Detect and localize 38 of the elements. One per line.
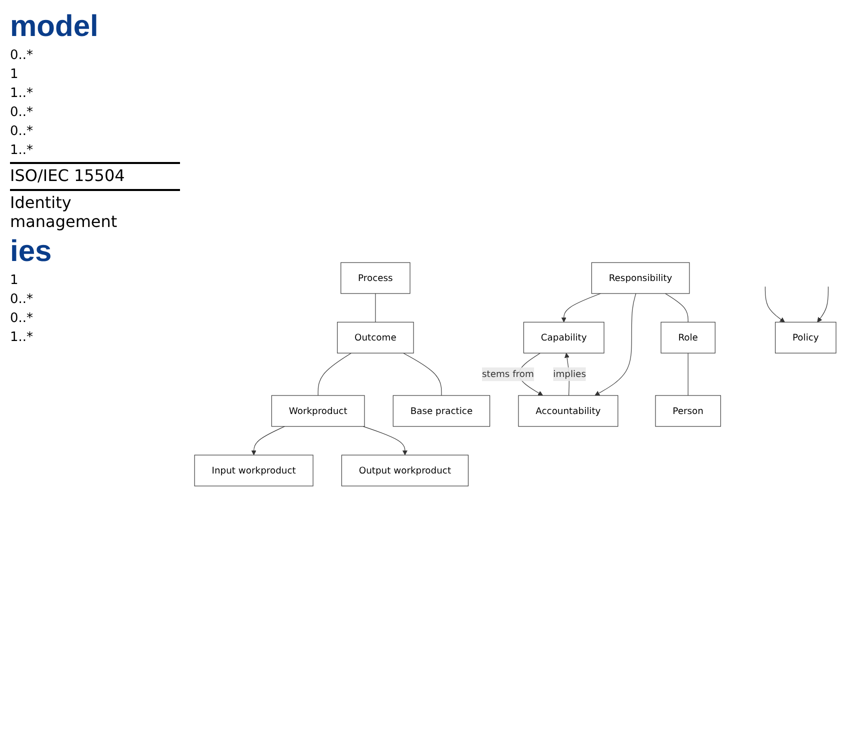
multiplicity-label: 0..* [10, 105, 34, 120]
connector [664, 293, 688, 323]
multiplicity-label: 1 [10, 67, 20, 82]
node-box: Responsibility [591, 262, 690, 294]
section-label: Identity management [10, 189, 180, 231]
multiplicity-label: 0..* [10, 311, 34, 326]
arrow [817, 286, 829, 323]
arrow [594, 293, 636, 396]
edge-label: stems from [482, 368, 534, 380]
multiplicity-label: 1..* [10, 330, 34, 345]
node-box: Outcome [337, 322, 414, 354]
node-box: Input workproduct [194, 454, 314, 486]
section-label: ISO/IEC 15504 [10, 162, 180, 185]
node-box: Output workproduct [341, 454, 469, 486]
multiplicity-label: 0..* [10, 124, 34, 139]
heading-fragment: model [10, 10, 100, 44]
multiplicity-label: 0..* [10, 48, 34, 63]
node-box: Person [655, 395, 721, 427]
multiplicity-label: 1 [10, 273, 20, 288]
connector [403, 353, 442, 396]
arrow [561, 293, 601, 323]
node-box: Capability [523, 322, 604, 354]
node-box: Process [340, 262, 410, 294]
node-box: Base practice [392, 395, 490, 427]
multiplicity-label: 1..* [10, 86, 34, 101]
node-box: Workproduct [271, 395, 365, 427]
arrow [764, 286, 785, 323]
arrow [251, 426, 285, 456]
node-box: Role [660, 322, 716, 354]
node-box: Accountability [518, 395, 618, 427]
multiplicity-label: 0..* [10, 292, 34, 307]
connector [375, 293, 376, 323]
connector [318, 353, 352, 396]
multiplicity-label: 1..* [10, 143, 34, 158]
heading-fragment: ies [10, 235, 53, 269]
edge-label: implies [553, 368, 586, 380]
arrow [362, 426, 408, 456]
node-box: Policy [774, 322, 836, 354]
